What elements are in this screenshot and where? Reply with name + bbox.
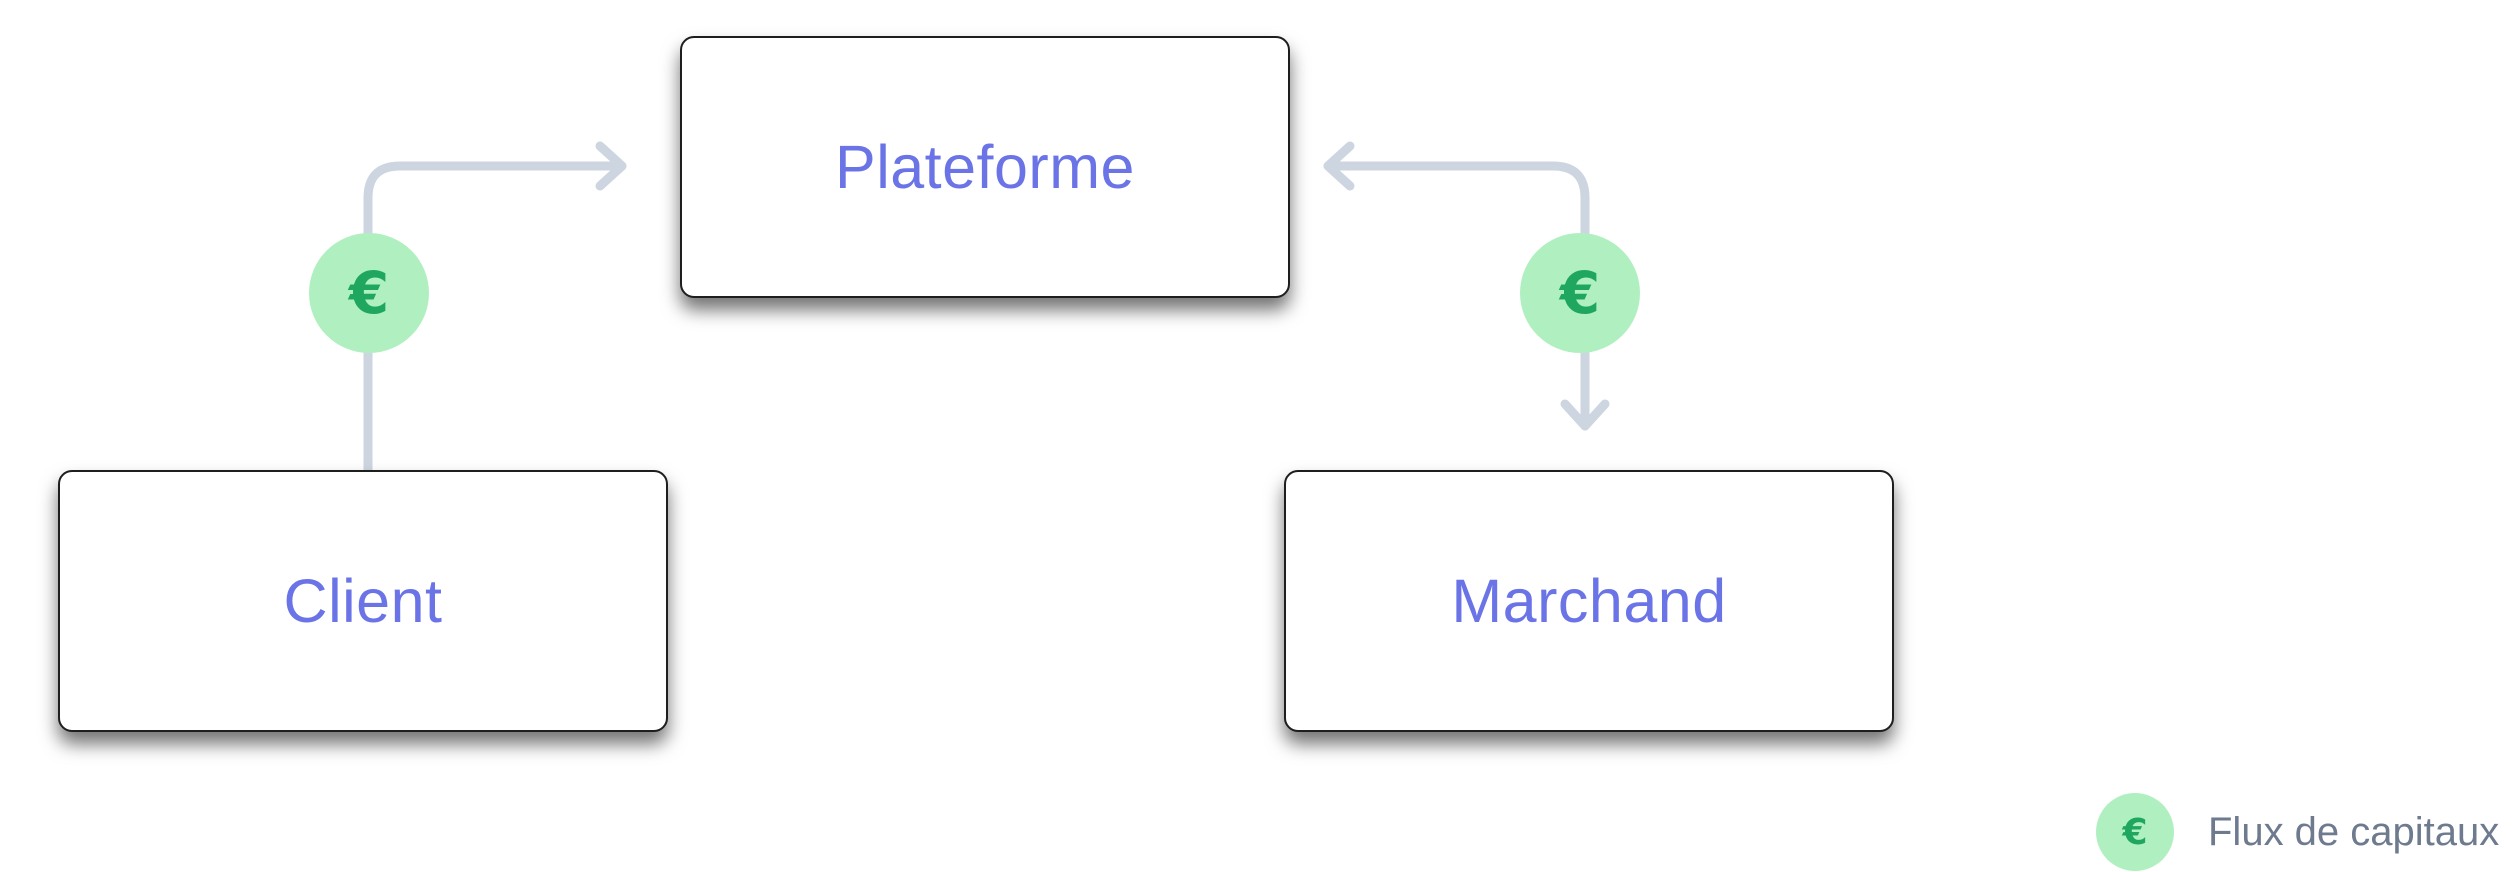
euro-icon-client-flow: € [309, 233, 429, 353]
arrow-head-to-plateforme [595, 141, 627, 191]
node-client: Client [58, 470, 668, 732]
connector-plateforme-to-marchand [1323, 161, 1590, 431]
legend-euro-icon: € [2096, 793, 2174, 871]
euro-icon-marchand-flow: € [1520, 233, 1640, 353]
node-client-label: Client [283, 567, 443, 635]
node-marchand-label: Marchand [1451, 567, 1727, 635]
arrow-head-to-marchand [1560, 399, 1610, 431]
connector-client-to-plateforme [363, 161, 627, 545]
node-plateforme-label: Plateforme [835, 133, 1135, 201]
legend: € Flux de capitaux [2096, 793, 2499, 871]
arrow-head-from-plateforme [1323, 141, 1355, 191]
node-marchand: Marchand [1284, 470, 1894, 732]
node-plateforme: Plateforme [680, 36, 1290, 298]
legend-label: Flux de capitaux [2208, 809, 2500, 854]
